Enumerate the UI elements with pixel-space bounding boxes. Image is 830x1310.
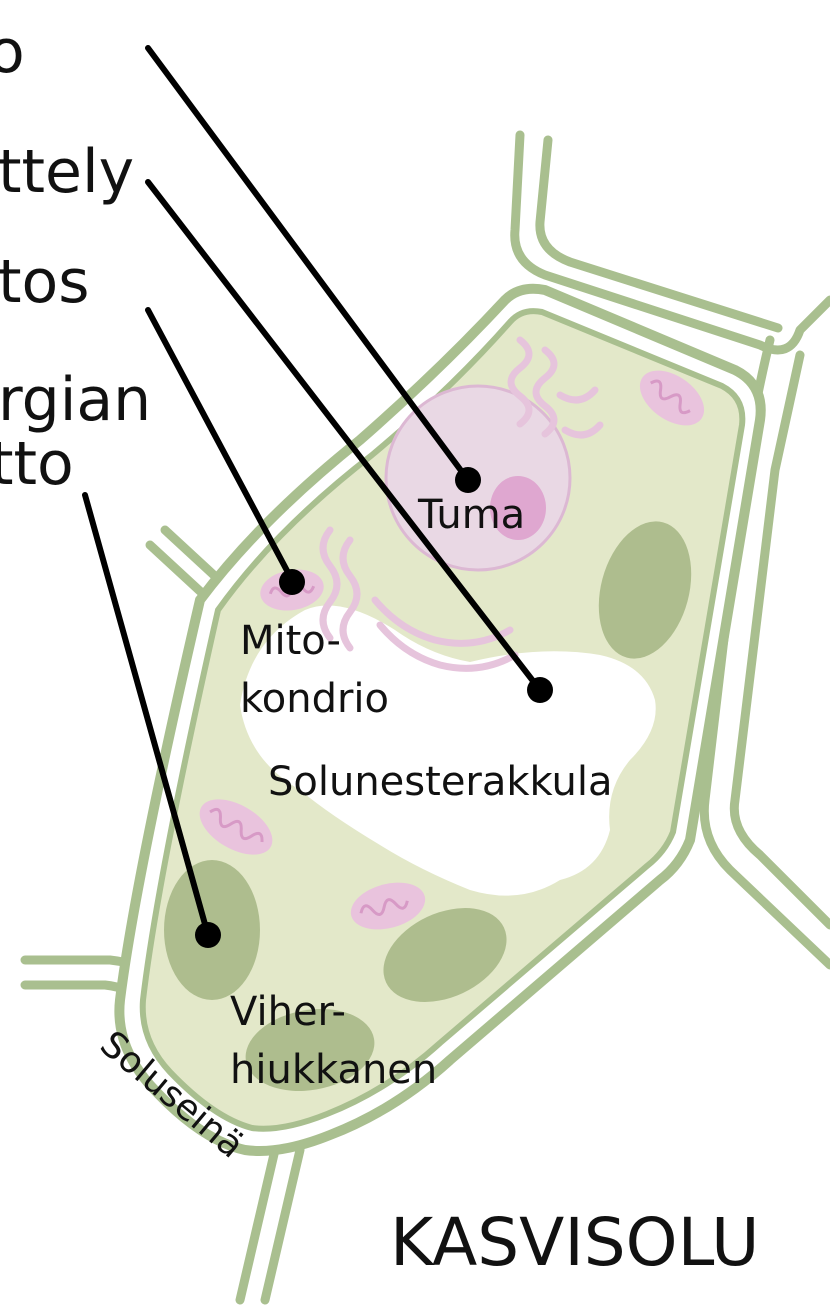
vacuole-label: Solunesterakkula <box>268 759 612 805</box>
chloroplast-label-line2: hiukkanen <box>230 1047 437 1093</box>
chloroplast-label-line1: Viher- <box>230 989 346 1035</box>
diagram-title: KASVISOLU <box>390 1204 759 1281</box>
left-fragment-4: rgian <box>0 365 151 435</box>
left-fragment-1: o <box>0 17 25 87</box>
mitochondrion-label-line2: kondrio <box>240 676 389 722</box>
left-fragment-3: tos <box>0 247 90 317</box>
left-fragment-2: ttely <box>0 137 134 207</box>
nucleus-label: Tuma <box>417 492 525 538</box>
left-fragment-5: tto <box>0 429 74 499</box>
mitochondrion-label-line1: Mito- <box>240 618 341 664</box>
